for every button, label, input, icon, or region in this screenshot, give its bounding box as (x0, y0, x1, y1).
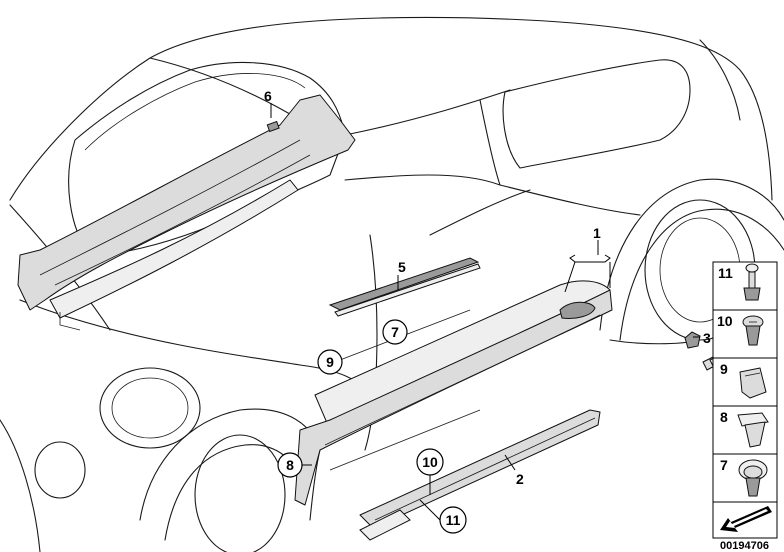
round-clip-icon (738, 459, 768, 497)
expanding-rivet-icon (742, 315, 764, 346)
arrow-down-left-icon (720, 506, 772, 532)
part-2-lower-rail (359, 409, 601, 541)
callout-8: 8 (286, 457, 294, 473)
legend-number-11: 11 (718, 265, 733, 281)
part-5-trim-strip (328, 257, 481, 317)
callout-6: 6 (264, 88, 272, 104)
part-3-clip (684, 331, 701, 349)
circled-callouts: 7 9 8 10 11 (277, 319, 467, 534)
push-clip-icon (737, 412, 769, 448)
square-clip-icon (739, 367, 767, 399)
callout-1: 1 (593, 225, 601, 241)
callout-3: 3 (703, 330, 711, 346)
callout-9: 9 (326, 354, 334, 370)
legend-cell-11 (712, 261, 778, 311)
fastener-legend: 11 10 9 8 7 (712, 261, 778, 539)
document-id: 00194706 (720, 540, 769, 552)
part-1-side-sill (294, 280, 613, 506)
legend-number-9: 9 (720, 361, 728, 377)
callout-10: 10 (422, 454, 438, 470)
callout-5: 5 (398, 259, 406, 275)
part-6-roof-rail (17, 94, 356, 331)
callout-11: 11 (446, 512, 461, 528)
callout-7: 7 (391, 324, 399, 340)
screw-clip-icon (743, 263, 761, 301)
legend-number-10: 10 (717, 313, 733, 329)
legend-number-8: 8 (720, 409, 728, 425)
legend-number-7: 7 (720, 457, 728, 473)
callout-2: 2 (516, 471, 524, 487)
